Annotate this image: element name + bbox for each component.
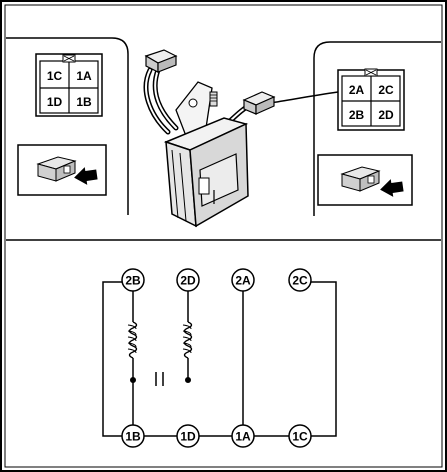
switch-contact-icon [155,372,164,386]
terminal: 2B [121,268,145,292]
relay-component-illustration [143,49,339,228]
connector-body-icon [340,166,381,192]
left-connector-face: 1C 1A 1D 1B [35,53,103,117]
view-arrow-icon [74,167,98,185]
left-callout-border [6,37,129,215]
terminal-label: 1C [292,430,308,444]
terminal-label: 1A [235,430,251,444]
connector-body-icon [36,156,77,182]
left-pin-label: 1D [47,95,63,109]
left-view-box [17,144,107,196]
right-callout-border [313,41,441,216]
terminal-label: 2C [292,274,308,288]
coil-icon [128,321,138,359]
right-pin-label: 2B [349,108,365,122]
view-arrow-icon [380,179,404,197]
terminal: 1D [176,424,200,448]
right-pin-label: 2A [349,83,365,97]
terminal: 1A [231,424,255,448]
junction-dot [185,377,191,383]
terminal-label: 1B [125,430,141,444]
terminal: 1C [288,424,312,448]
terminal-label: 1D [180,430,196,444]
right-pin-label: 2C [378,83,394,97]
terminal: 2A [231,268,255,292]
terminal: 1B [121,424,145,448]
left-pin-label: 1C [47,69,63,83]
relay-schematic: 2B 2D 2A 2C 1B 1D 1A 1C [102,268,337,448]
right-pin-label: 2D [378,108,394,122]
right-view-box [317,154,413,206]
terminal: 2D [176,268,200,292]
left-pin-label: 1B [76,95,92,109]
terminal-label: 2D [180,274,196,288]
circuit-loop-wire [102,281,337,437]
left-pin-label: 1A [76,69,92,83]
right-connector-face: 2A 2C 2B 2D [337,68,405,131]
terminal-label: 2A [235,274,251,288]
terminal-label: 2B [125,274,141,288]
terminal: 2C [288,268,312,292]
coil-icon [183,321,193,359]
inner-border [4,4,443,468]
junction-dot [130,377,136,383]
